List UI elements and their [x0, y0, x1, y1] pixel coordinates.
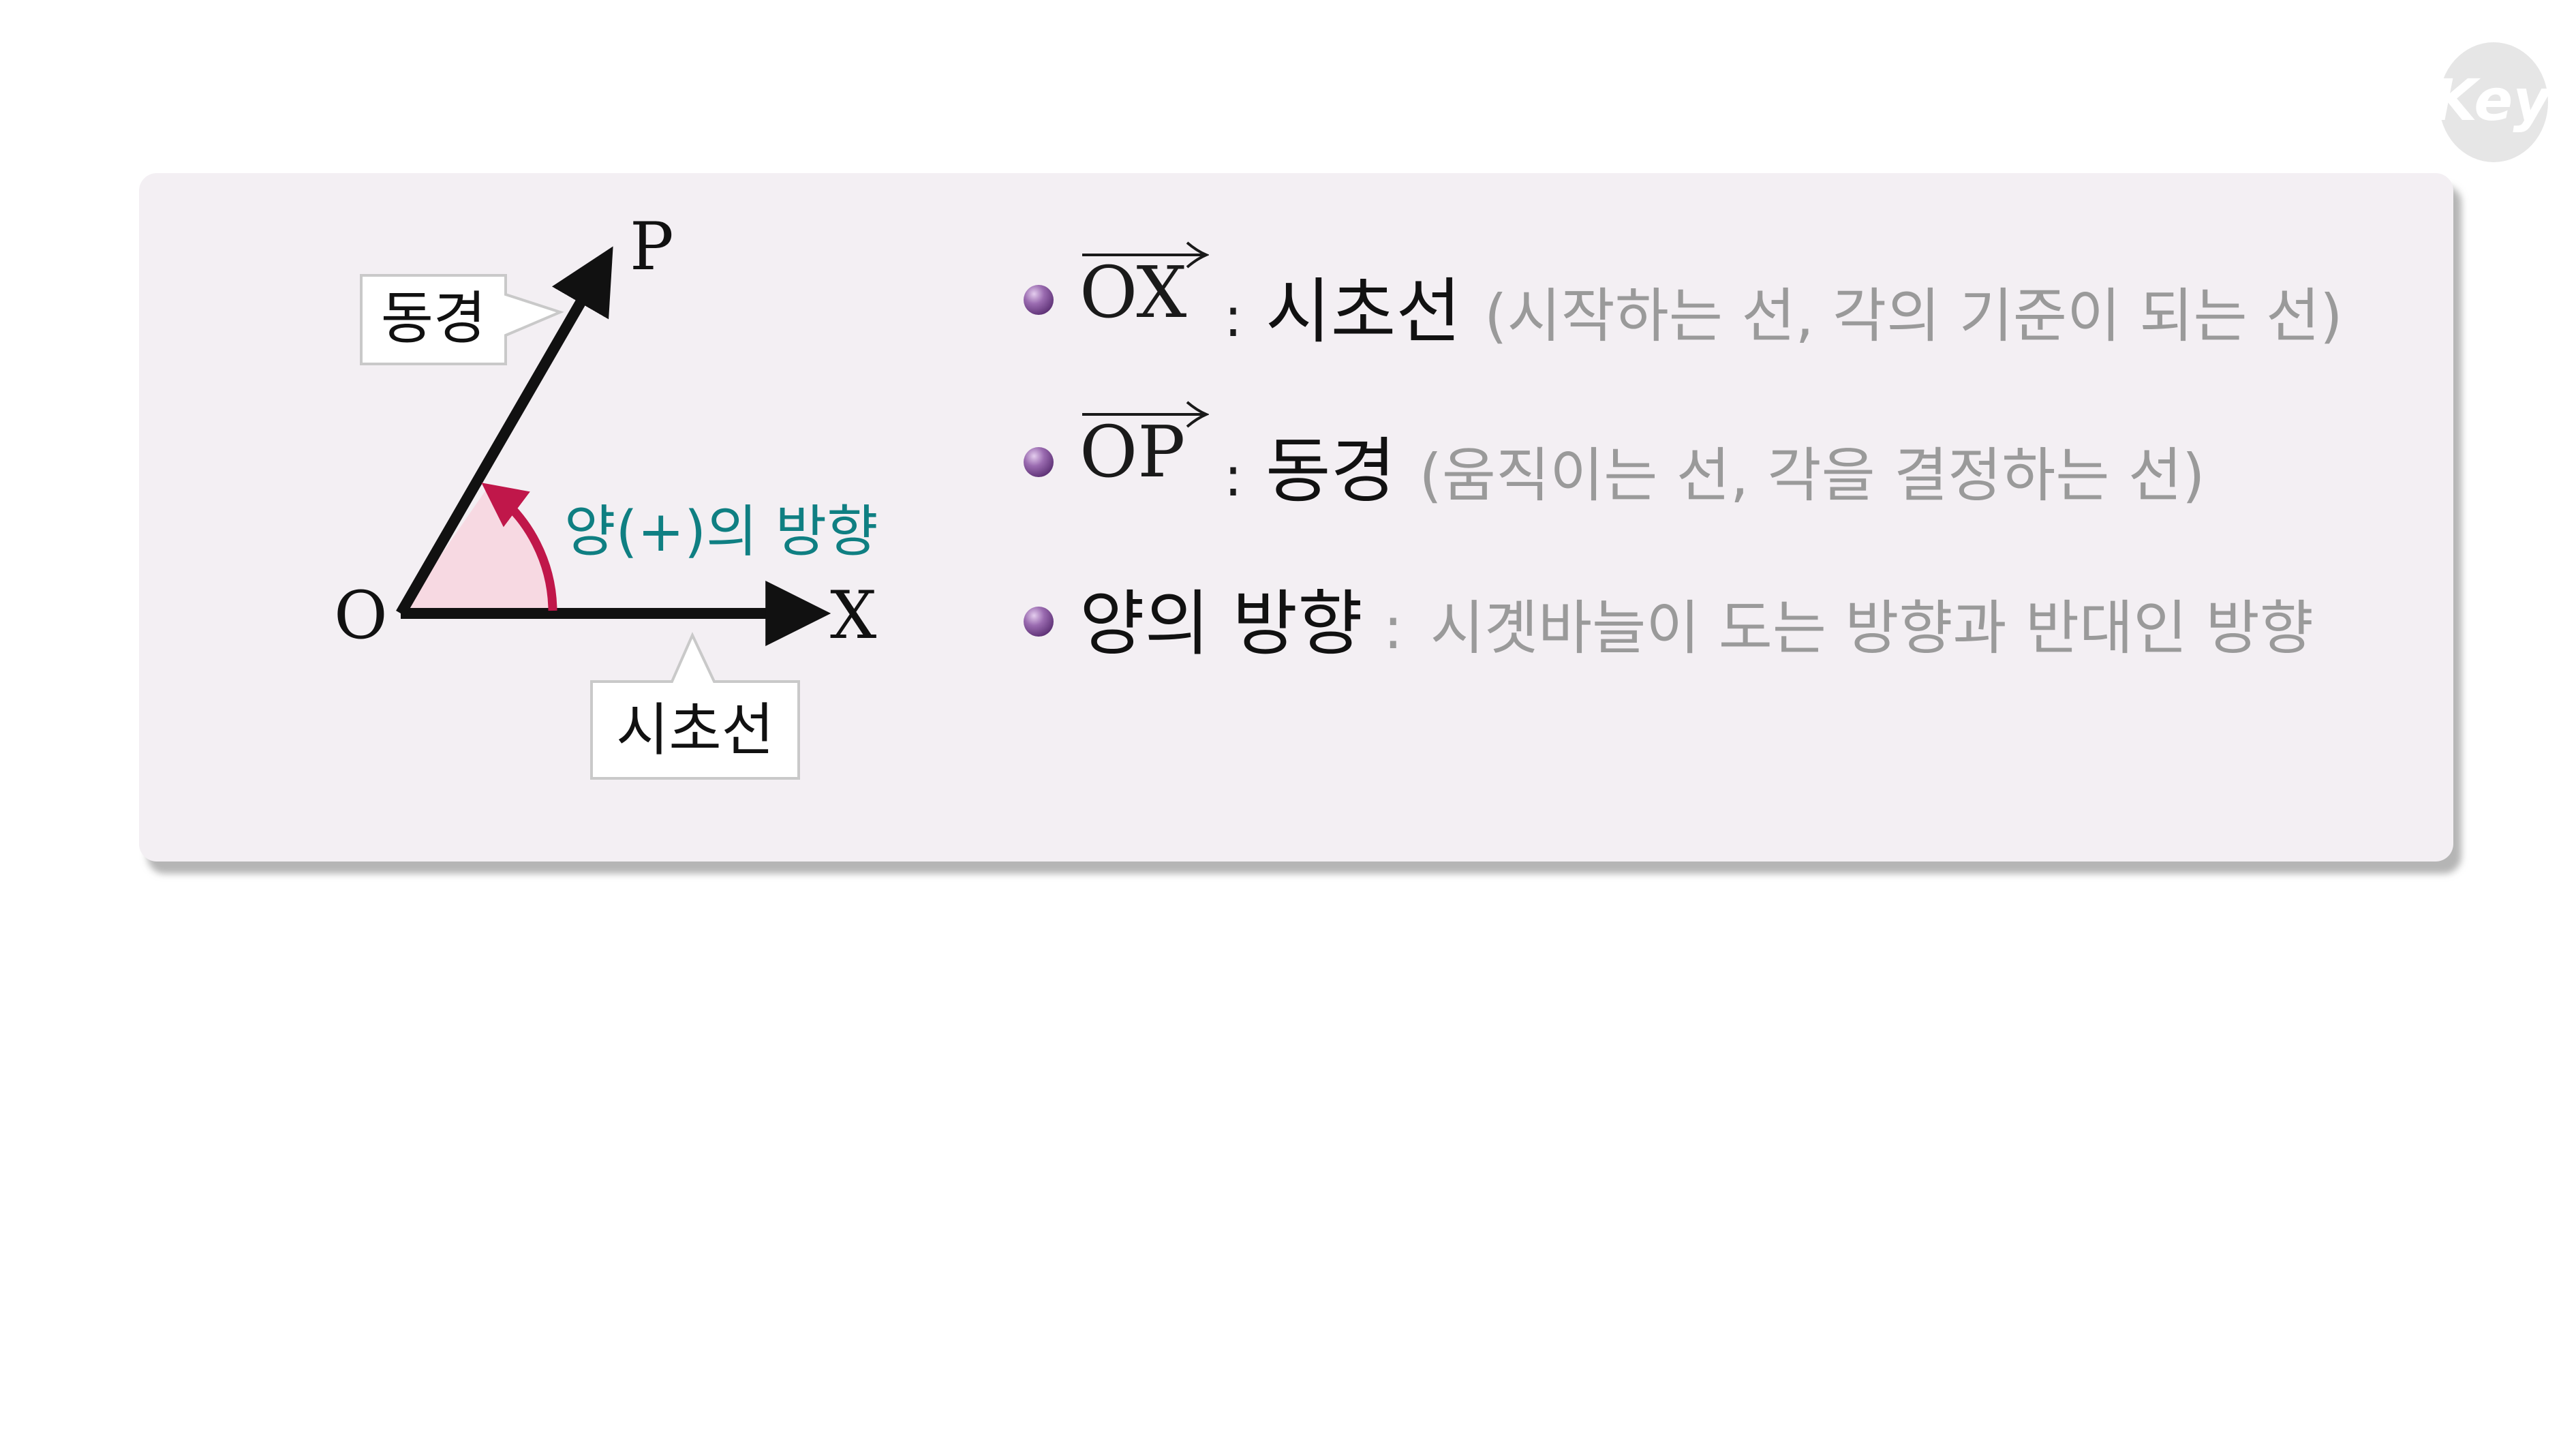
definition-colon: :: [1224, 286, 1242, 349]
direction-label: 양(+)의 방향: [564, 500, 878, 564]
point-o-label: O: [334, 577, 388, 654]
initial-line-callout: [590, 632, 800, 780]
vector-arrow-icon: [1082, 401, 1209, 428]
radius-callout: [360, 274, 564, 365]
point-p-label: P: [630, 209, 674, 285]
vector-arrow-icon: [1082, 241, 1209, 269]
bullet-icon: [1024, 607, 1054, 637]
point-x-label: X: [830, 577, 876, 654]
term-radius: 동경: [1265, 429, 1396, 513]
logo-text: Key: [2437, 67, 2550, 134]
term-initial-line: 시초선: [1265, 270, 1461, 353]
key-logo-icon: Key: [2437, 42, 2550, 162]
initial-line-callout-text: 시초선: [616, 697, 774, 763]
note-initial-line: (시작하는 선, 각의 기준이 되는 선): [1484, 282, 2343, 350]
definition-colon: :: [1383, 594, 1403, 662]
bullet-icon: [1024, 447, 1054, 477]
definition-colon: :: [1224, 445, 1242, 508]
radius-callout-text: 동경: [381, 285, 487, 352]
radius-ray: [396, 246, 613, 617]
bullet-icon: [1024, 285, 1054, 315]
term-positive-direction: 양의 방향: [1079, 582, 1363, 665]
angle-sector: [401, 488, 553, 613]
vector-op: OP: [1079, 410, 1186, 493]
vector-ox: OX: [1079, 251, 1187, 334]
positive-direction-arc: [481, 483, 557, 611]
note-positive-direction: 시곗바늘이 도는 방향과 반대인 방향: [1430, 594, 2314, 662]
note-radius: (움직이는 선, 각을 결정하는 선): [1419, 442, 2205, 510]
